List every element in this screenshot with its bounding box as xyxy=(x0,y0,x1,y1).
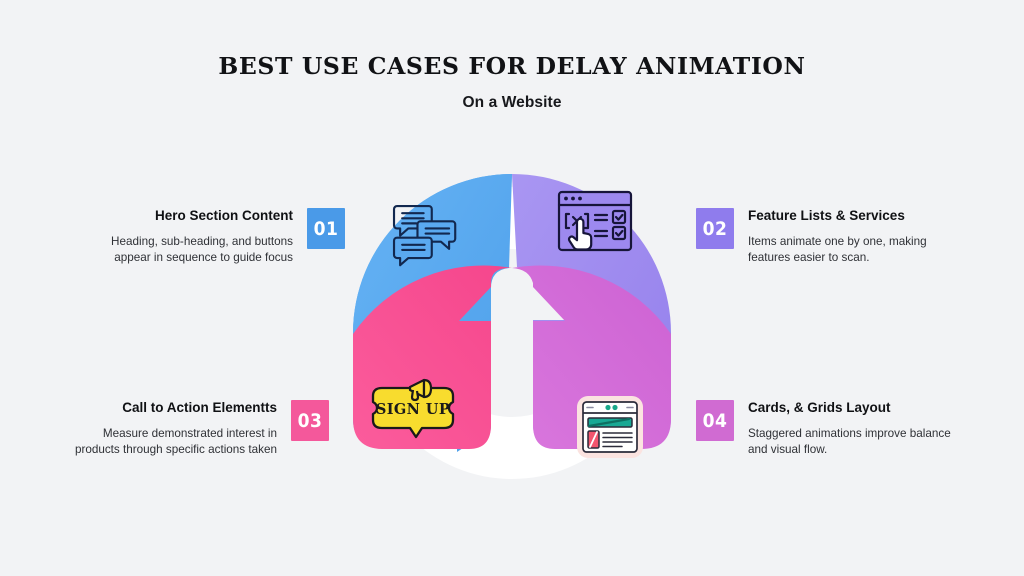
page-title: BEST USE CASES FOR DELAY ANIMATION xyxy=(218,52,806,80)
webpage-card-layout-icon xyxy=(577,396,643,458)
callout-text-01: Hero Section Content Heading, sub-headin… xyxy=(78,208,293,267)
callout-body-01: Heading, sub-heading, and buttons appear… xyxy=(111,234,293,265)
callout-body-04: Staggered animations improve balance and… xyxy=(748,426,951,457)
number-badge-04[interactable]: 04 xyxy=(696,400,734,441)
callout-item-02[interactable]: 02 Feature Lists & Services Items animat… xyxy=(696,208,963,267)
cycle-diagram: SIGN UP xyxy=(331,160,693,507)
callout-text-04: Cards, & Grids Layout Staggered animatio… xyxy=(748,400,963,459)
callout-body-03: Measure demonstrated interest in product… xyxy=(74,426,277,457)
callout-item-03[interactable]: Call to Action Elementts Measure demonst… xyxy=(62,400,329,459)
header: BEST USE CASES FOR DELAY ANIMATION On a … xyxy=(0,52,1024,112)
callout-heading-04: Cards, & Grids Layout xyxy=(748,400,891,415)
number-badge-03[interactable]: 03 xyxy=(291,400,329,441)
page-subtitle: On a Website xyxy=(462,94,562,112)
browser-checklist-cursor-icon xyxy=(557,190,633,252)
chat-bubbles-icon xyxy=(392,204,457,267)
number-badge-02[interactable]: 02 xyxy=(696,208,734,249)
callout-heading-02: Feature Lists & Services xyxy=(748,208,905,223)
callout-text-03: Call to Action Elementts Measure demonst… xyxy=(62,400,277,459)
number-badge-01[interactable]: 01 xyxy=(307,208,345,249)
callout-item-04[interactable]: 04 Cards, & Grids Layout Staggered anima… xyxy=(696,400,963,459)
callout-body-02: Items animate one by one, making feature… xyxy=(748,234,927,265)
callout-heading-03: Call to Action Elementts xyxy=(122,400,277,415)
sign-up-megaphone-badge-icon: SIGN UP xyxy=(371,378,455,439)
callout-item-01[interactable]: Hero Section Content Heading, sub-headin… xyxy=(78,208,345,267)
sign-up-label: SIGN UP xyxy=(376,401,450,418)
callout-text-02: Feature Lists & Services Items animate o… xyxy=(748,208,963,267)
callout-heading-01: Hero Section Content xyxy=(154,208,293,223)
